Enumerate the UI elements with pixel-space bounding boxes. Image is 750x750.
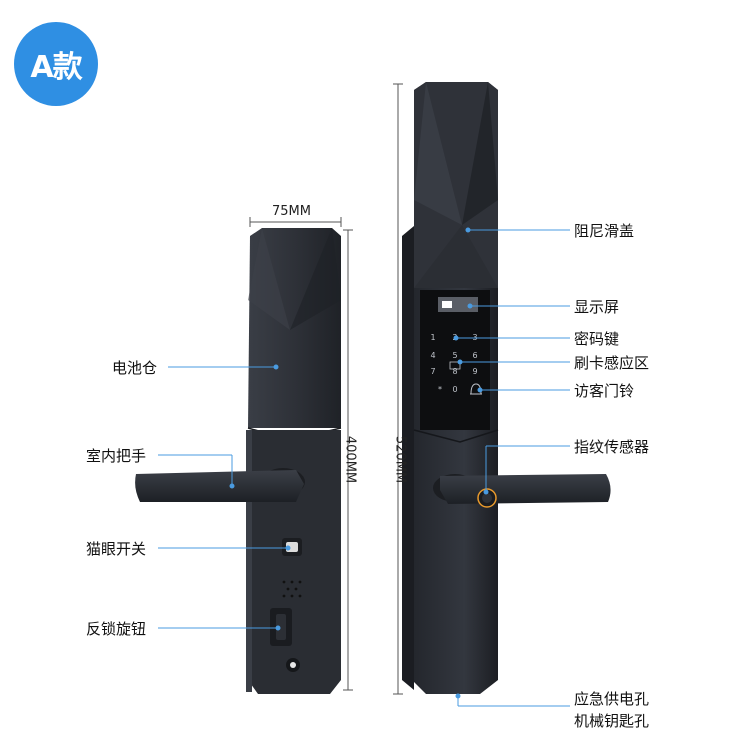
peephole-switch-label: 猫眼开关 — [86, 540, 147, 558]
key-0: 0 — [452, 385, 457, 394]
inner-height-dimension: 400MM — [342, 435, 358, 484]
left-leaders — [158, 364, 291, 631]
doorbell-label: 访客门铃 — [574, 382, 635, 400]
anti-lock-knob-label: 反锁旋钮 — [86, 620, 147, 638]
key-7: 7 — [430, 367, 435, 376]
keypad-label: 密码键 — [574, 330, 620, 348]
emergency-power-label: 应急供电孔 — [574, 690, 650, 708]
key-8: 8 — [452, 367, 457, 376]
width-dimension: 75MM — [272, 204, 311, 219]
right-leaders — [453, 227, 570, 707]
outdoor-lock-body: 1 2 3 4 5 6 7 8 9 0 * — [402, 82, 611, 694]
key-1: 1 — [430, 333, 435, 342]
key-9: 9 — [472, 367, 477, 376]
damping-cover-label: 阻尼滑盖 — [574, 222, 635, 240]
battery-label: 电池仓 — [112, 359, 158, 377]
svg-text:*: * — [438, 385, 442, 394]
fingerprint-label: 指纹传感器 — [574, 438, 650, 456]
display-label: 显示屏 — [574, 298, 620, 316]
model-badge: A款 — [14, 22, 98, 106]
key-5: 5 — [452, 351, 457, 360]
key-6: 6 — [472, 351, 477, 360]
indoor-lock-body — [135, 228, 342, 694]
inner-handle-label: 室内把手 — [86, 447, 147, 465]
outer-height-dimension: 520MM — [392, 435, 408, 484]
key-hole-label: 机械钥匙孔 — [574, 712, 650, 730]
key-4: 4 — [430, 351, 435, 360]
card-area-label: 刷卡感应区 — [574, 354, 650, 372]
